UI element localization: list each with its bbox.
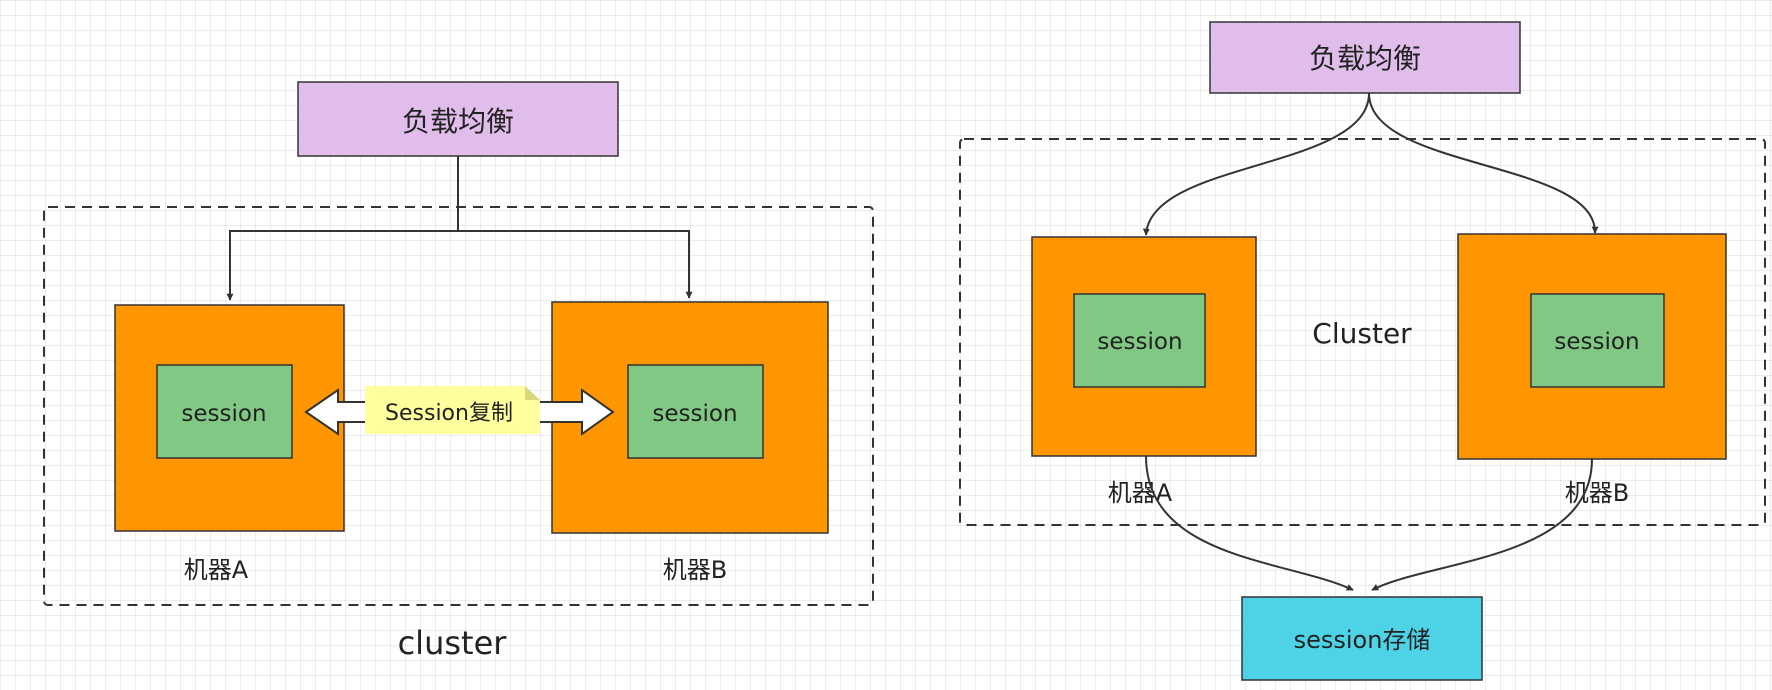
right-connector-b-to-storage [1371, 458, 1593, 591]
right-machine-a-label: 机器A [1108, 479, 1173, 507]
right-cluster-label: Cluster [1312, 317, 1412, 350]
left-connector-lb-to-b [458, 230, 693, 299]
left-load-balancer-label: 负载均衡 [402, 105, 514, 138]
right-session-storage-box [1241, 596, 1483, 681]
left-diagram: 负载均衡 session 机器A session 机器B Session复制 c… [43, 81, 874, 662]
right-machine-b-session-box [1530, 293, 1665, 388]
left-machine-a-session-label: session [181, 401, 266, 427]
right-connector-lb-to-b [1368, 92, 1599, 234]
right-connector-a-to-storage [1145, 455, 1354, 591]
left-cluster-label: cluster [398, 624, 508, 662]
right-machine-b-session-label: session [1554, 329, 1639, 355]
right-session-storage-label: session存储 [1294, 626, 1431, 654]
left-replication-note-fold [525, 386, 540, 400]
left-machine-b-session-box [627, 364, 764, 459]
right-diagram: 负载均衡 session 机器A session 机器B Cluster ses… [959, 21, 1766, 681]
right-machine-b-label: 机器B [1565, 479, 1629, 507]
left-replication-note [365, 386, 540, 434]
left-replication-label: Session复制 [385, 401, 513, 426]
left-machine-a-label: 机器A [184, 556, 249, 584]
left-connector-lb-to-a [226, 156, 459, 301]
left-machine-a-session-box [156, 364, 293, 459]
left-machine-b-session-label: session [652, 401, 737, 427]
right-machine-a-session-label: session [1097, 329, 1182, 355]
right-load-balancer-box [1209, 21, 1521, 94]
right-connector-lb-to-a [1142, 92, 1370, 236]
right-cluster-boundary [959, 138, 1766, 526]
right-machine-a-session-box [1073, 293, 1206, 388]
right-load-balancer-label: 负载均衡 [1309, 42, 1421, 75]
left-machine-b-label: 机器B [663, 556, 727, 584]
